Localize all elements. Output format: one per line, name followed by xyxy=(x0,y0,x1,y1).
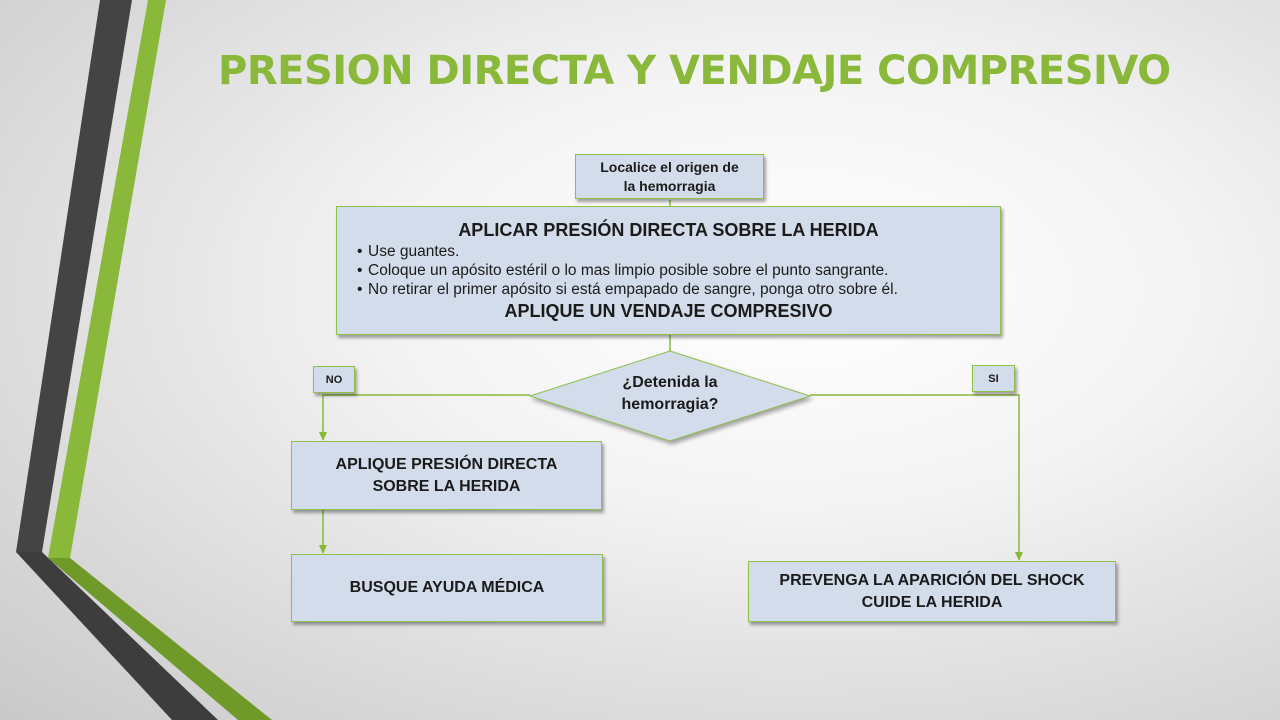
no-label: NO xyxy=(313,366,355,393)
decision-line1: ¿Detenida la xyxy=(622,374,718,391)
apply-pressure-footer: APLIQUE UN VENDAJE COMPRESIVO xyxy=(504,301,833,321)
dark-stripe-upper xyxy=(16,0,132,552)
connector-decision-yes xyxy=(810,394,1023,561)
bullet-item: Coloque un apósito estéril o lo mas limp… xyxy=(357,261,980,280)
no-step1-line1: APLIQUE PRESIÓN DIRECTA xyxy=(335,455,558,473)
decision-diamond xyxy=(528,350,812,442)
no-step2-text: BUSQUE AYUDA MÉDICA xyxy=(349,579,545,596)
yes-step-line1: PREVENGA LA APARICIÓN DEL SHOCK xyxy=(779,571,1085,589)
decision-label: ¿Detenida la hemorragia? xyxy=(580,372,760,416)
yes-step-line2: CUIDE LA HERIDA xyxy=(861,593,1003,611)
start-node-line1: Localice el origen de xyxy=(600,158,739,175)
apply-pressure-node: APLICAR PRESIÓN DIRECTA SOBRE LA HERIDA … xyxy=(336,206,1001,335)
apply-pressure-heading: APLICAR PRESIÓN DIRECTA SOBRE LA HERIDA xyxy=(458,220,879,240)
start-node-line2: la hemorragia xyxy=(623,177,716,194)
bullet-item: No retirar el primer apósito si está emp… xyxy=(357,280,980,299)
yes-step-node: PREVENGA LA APARICIÓN DEL SHOCK CUIDE LA… xyxy=(748,561,1116,622)
green-stripe-upper xyxy=(48,0,166,558)
green-stripe-lower xyxy=(48,558,272,720)
bullet-item: Use guantes. xyxy=(357,242,980,261)
no-step2-node: BUSQUE AYUDA MÉDICA xyxy=(291,554,603,622)
no-step1-node: APLIQUE PRESIÓN DIRECTA SOBRE LA HERIDA xyxy=(291,441,602,510)
decision-line2: hemorragia? xyxy=(621,396,719,413)
no-label-text: NO xyxy=(325,373,343,386)
no-step1-line2: SOBRE LA HERIDA xyxy=(372,477,521,495)
yes-label-text: SI xyxy=(988,372,999,385)
apply-pressure-bullets: Use guantes. Coloque un apósito estéril … xyxy=(357,242,980,299)
start-node: Localice el origen de la hemorragia xyxy=(575,154,764,199)
slide-title: PRESION DIRECTA Y VENDAJE COMPRESIVO xyxy=(218,48,1171,94)
connector-decision-no xyxy=(319,394,530,441)
yes-label: SI xyxy=(972,365,1015,392)
dark-stripe-lower xyxy=(16,552,218,720)
